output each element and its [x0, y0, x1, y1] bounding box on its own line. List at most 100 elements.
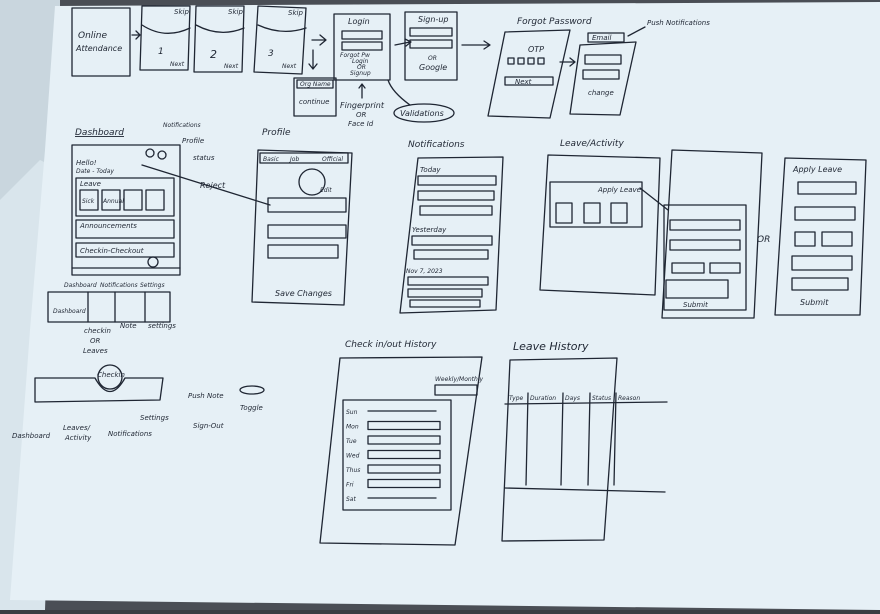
announcements-card[interactable]: [75, 219, 175, 239]
column-header: Duration: [530, 395, 556, 402]
forgot-password-screen: Forgot Password OTP Next: [487, 17, 592, 119]
faceid-label: Face Id: [348, 120, 374, 128]
group-yesterday: Yesterday: [412, 226, 447, 234]
change-button[interactable]: change: [588, 89, 614, 97]
splash-screen: Online Attendance: [71, 7, 141, 77]
google-signin-button[interactable]: Google: [419, 63, 447, 72]
day-label: Wed: [346, 453, 360, 460]
tab-official[interactable]: Official: [322, 156, 343, 163]
leave-card-annual[interactable]: [101, 189, 121, 211]
nav-notifications[interactable]: Notifications: [108, 430, 152, 438]
profile-avatar[interactable]: [157, 150, 167, 160]
forgot-password-title: Forgot Password: [517, 17, 592, 27]
day-hours-bar: [367, 435, 441, 445]
column-header: Type: [509, 395, 524, 402]
day-hours-bar: [367, 464, 441, 474]
annotation-reject: Reject: [200, 181, 226, 190]
signup-screen: Sign-up OR Google: [404, 11, 491, 81]
checkin-checkout-label: Checkin-Checkout: [80, 247, 144, 255]
leave-card-sick[interactable]: [79, 189, 99, 211]
change-password-screen: Email change Push Notifications: [569, 19, 710, 116]
push-note-option[interactable]: Push Note: [188, 392, 224, 400]
leave-type-dropdown[interactable]: [797, 181, 857, 195]
next-button[interactable]: Next: [170, 61, 185, 68]
announcements-label: Announcements: [79, 222, 137, 230]
login-screen: Login Forgot Pw Login OR Signup: [333, 13, 412, 81]
next-button[interactable]: Next: [224, 63, 239, 70]
or-label: OR: [757, 235, 770, 245]
splash-subtitle: Attendance: [75, 44, 122, 53]
tab-settings[interactable]: Settings: [140, 282, 165, 289]
signup-link[interactable]: Signup: [350, 70, 371, 77]
tab-notifications[interactable]: Notifications: [100, 282, 138, 289]
column-header: Reason: [618, 395, 640, 402]
column-divider: [613, 392, 617, 486]
signup-title: Sign-up: [418, 15, 448, 24]
checkin-checkout-card[interactable]: [75, 242, 175, 258]
skip-button[interactable]: Skip: [174, 8, 189, 16]
tab-dashboard[interactable]: Dashboard: [64, 282, 97, 289]
org-name-screen: Org Name continue: [293, 77, 337, 117]
bottom-nav-alternative: Dashboard checkin Note settings OR Leave…: [47, 291, 176, 355]
leave-card-label: Sick: [82, 198, 95, 205]
apply-leave-button[interactable]: Apply Leave: [597, 186, 641, 194]
nav-leaves[interactable]: Leaves/: [63, 424, 91, 432]
tab-basic[interactable]: Basic: [263, 156, 280, 163]
skip-button[interactable]: Skip: [228, 8, 243, 16]
leave-section-title: Leave: [80, 180, 101, 188]
annotation-profile: Profile: [182, 137, 204, 145]
next-button[interactable]: Next: [515, 78, 532, 86]
nav-settings[interactable]: Settings: [140, 414, 169, 422]
forgot-password-link[interactable]: Forgot Pw: [340, 52, 370, 59]
continue-button[interactable]: continue: [299, 98, 329, 106]
submit-button[interactable]: Submit: [683, 301, 708, 309]
or-label: OR: [428, 55, 437, 62]
submit-button[interactable]: Submit: [800, 298, 829, 307]
nav-checkin[interactable]: checkin: [84, 327, 111, 335]
save-changes-button[interactable]: Save Changes: [275, 289, 332, 298]
login-button[interactable]: Login: [352, 58, 368, 65]
to-date-field[interactable]: [821, 231, 853, 247]
bell-icon[interactable]: [145, 148, 155, 158]
checkin-fab[interactable]: [97, 364, 123, 390]
leave-type-dropdown[interactable]: [669, 219, 741, 231]
skip-button[interactable]: Skip: [288, 9, 303, 17]
toggle-label: Toggle: [240, 404, 263, 412]
email-field[interactable]: Email: [592, 34, 611, 42]
org-name-field[interactable]: Org Name: [300, 81, 331, 88]
nav-settings[interactable]: settings: [148, 322, 176, 330]
dashboard-screen: Dashboard Notifications Profile status H…: [64, 122, 271, 289]
reason-dropdown[interactable]: [794, 206, 856, 221]
day-hours-bar: [367, 478, 441, 489]
sketch-paper: [10, 2, 880, 610]
biometric-note: Fingerprint OR Face Id Validations: [340, 79, 455, 128]
onboarding-page-3: Skip 3 Next: [253, 5, 327, 75]
annotation-status: status: [193, 154, 215, 162]
checkin-label: Checkin: [97, 371, 125, 379]
next-button[interactable]: Next: [282, 63, 297, 70]
day-label: Fri: [346, 482, 354, 489]
greeting: Hello!: [76, 159, 97, 167]
profile-screen: Profile Basic Job Official Edit Save Cha…: [251, 128, 353, 306]
weekly-monthly-toggle[interactable]: Weekly/Monthly: [435, 376, 484, 383]
edit-photo-button[interactable]: Edit: [320, 187, 332, 194]
from-date-field[interactable]: [794, 231, 816, 247]
day-hours-bar: [367, 420, 441, 431]
leave-reason-dropdown[interactable]: [669, 239, 741, 251]
checkin-history-screen: Check in/out History Weekly/Monthly SunM…: [319, 340, 484, 546]
start-date-field[interactable]: [671, 262, 705, 274]
end-date-field[interactable]: [709, 262, 741, 274]
nav-dashboard[interactable]: Dashboard: [53, 308, 86, 315]
nav-activity-label: Activity: [64, 434, 92, 442]
nav-note[interactable]: Note: [120, 322, 137, 330]
toggle-switch[interactable]: [239, 385, 265, 395]
tab-job[interactable]: Job: [289, 156, 299, 163]
sign-out-option[interactable]: Sign-Out: [193, 422, 224, 430]
nav-dashboard[interactable]: Dashboard: [12, 432, 51, 440]
validations-label: Validations: [400, 109, 444, 118]
or-label: OR: [357, 64, 366, 71]
column-divider: [587, 392, 591, 486]
leave-history-title: Leave History: [513, 340, 589, 353]
onboarding-page-2: Skip 2 Next: [193, 5, 245, 73]
